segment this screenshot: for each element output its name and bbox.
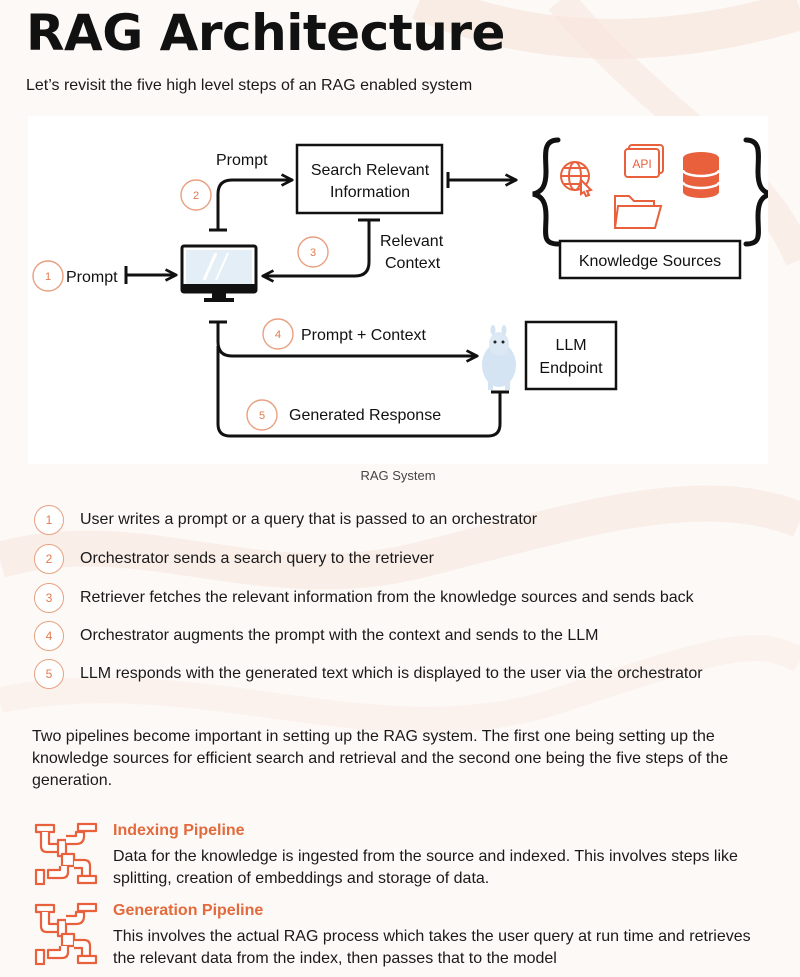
step-number: 3 xyxy=(34,583,64,613)
connectors xyxy=(124,172,515,438)
llm-box-line-1: LLM xyxy=(555,337,586,354)
step-marker-4: 4 xyxy=(262,318,294,350)
step-item: 2 Orchestrator sends a search query to t… xyxy=(34,541,434,577)
step-number: 1 xyxy=(34,505,64,535)
svg-text:5: 5 xyxy=(259,410,265,422)
page-title: RAG Architecture xyxy=(26,4,505,62)
label-prompt-left: Prompt xyxy=(66,269,118,286)
llm-endpoint-node: LLM Endpoint xyxy=(524,320,618,391)
computer-monitor-icon xyxy=(180,244,258,302)
step-number: 2 xyxy=(34,544,64,574)
step-item: 5 LLM responds with the generated text w… xyxy=(34,656,703,692)
page-subtitle: Let’s revisit the five high level steps … xyxy=(26,77,473,94)
step-text: Orchestrator sends a search query to the… xyxy=(80,550,434,567)
api-icon: API xyxy=(624,144,664,178)
label-prompt-context: Prompt + Context xyxy=(301,327,427,344)
indexing-pipeline-title: Indexing Pipeline xyxy=(113,822,245,839)
curly-braces xyxy=(532,137,768,247)
generation-pipeline-title: Generation Pipeline xyxy=(113,902,264,919)
pipe-icon xyxy=(34,822,98,886)
step-number: 4 xyxy=(34,621,64,651)
svg-text:3: 3 xyxy=(310,247,316,259)
search-relevant-info-node: Search Relevant Information xyxy=(295,143,444,215)
search-box-line-1: Search Relevant xyxy=(311,162,430,179)
label-relevant: Relevant xyxy=(380,233,444,250)
step-item: 1 User writes a prompt or a query that i… xyxy=(34,502,537,538)
folder-icon xyxy=(613,195,663,229)
database-icon xyxy=(681,152,721,198)
label-prompt-top: Prompt xyxy=(216,152,268,169)
step-marker-1: 1 xyxy=(32,260,64,292)
generation-pipeline-description: This involves the actual RAG process whi… xyxy=(113,928,751,967)
step-text: User writes a prompt or a query that is … xyxy=(80,511,538,528)
knowledge-box-label: Knowledge Sources xyxy=(579,253,721,270)
svg-text:2: 2 xyxy=(193,190,199,202)
pipe-icon xyxy=(34,902,98,966)
api-icon-label: API xyxy=(632,157,651,171)
llm-box-line-2: Endpoint xyxy=(539,360,603,377)
step-text: Orchestrator augments the prompt with th… xyxy=(80,627,599,644)
search-box-line-2: Information xyxy=(330,184,410,201)
label-generated-response: Generated Response xyxy=(289,407,441,424)
step-marker-3: 3 xyxy=(297,236,329,268)
web-globe-icon xyxy=(560,161,593,198)
step-number: 5 xyxy=(34,659,64,689)
svg-text:4: 4 xyxy=(275,329,281,341)
step-text: LLM responds with the generated text whi… xyxy=(80,665,703,682)
step-item: 4 Orchestrator augments the prompt with … xyxy=(34,618,599,654)
llama-icon xyxy=(482,325,516,390)
step-text: Retriever fetches the relevant informati… xyxy=(80,589,694,606)
indexing-pipeline-description: Data for the knowledge is ingested from … xyxy=(113,848,738,887)
label-context: Context xyxy=(385,255,441,272)
rag-diagram: Search Relevant Information Knowledge So… xyxy=(32,137,768,438)
step-item: 3 Retriever fetches the relevant informa… xyxy=(34,580,694,616)
step-marker-5: 5 xyxy=(246,399,278,431)
pipelines-intro-paragraph: Two pipelines become important in settin… xyxy=(32,728,729,789)
step-marker-2: 2 xyxy=(180,179,212,211)
svg-text:1: 1 xyxy=(45,271,51,283)
diagram-caption: RAG System xyxy=(360,468,436,483)
knowledge-sources-node: Knowledge Sources xyxy=(558,239,742,280)
